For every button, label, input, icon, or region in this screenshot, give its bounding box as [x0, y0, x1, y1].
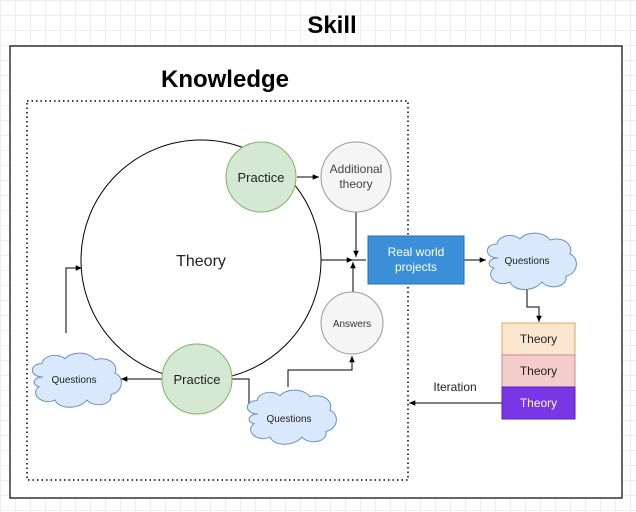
- real-world-projects-label-line1: Real world: [388, 245, 445, 259]
- practice-top-label: Practice: [238, 170, 285, 185]
- practice-bottom-node[interactable]: [161, 343, 233, 415]
- questions-bottom-label: Questions: [266, 414, 311, 425]
- theory-stack-label-1: Theory: [520, 332, 557, 346]
- answers-label: Answers: [333, 319, 371, 330]
- questions-bottom-cloud[interactable]: [246, 389, 337, 445]
- edge-questions-to-theory-stack: [526, 289, 542, 322]
- questions-left-label: Questions: [51, 375, 96, 386]
- edge-questions-to-theory: [65, 265, 82, 333]
- knowledge-container[interactable]: [26, 100, 409, 481]
- iteration-label: Iteration: [433, 380, 476, 394]
- theory-stack-block-3[interactable]: [501, 386, 576, 420]
- real-world-projects-node[interactable]: [367, 235, 465, 285]
- practice-bottom-label: Practice: [174, 372, 221, 387]
- theory-stack-block-2[interactable]: [501, 354, 576, 388]
- theory-stack-label-2: Theory: [520, 364, 557, 378]
- answers-node[interactable]: [320, 291, 384, 355]
- knowledge-title: Knowledge: [161, 66, 289, 93]
- questions-right-cloud[interactable]: [486, 232, 577, 290]
- theory-stack-block-1[interactable]: [501, 322, 576, 356]
- practice-top-node[interactable]: [225, 141, 297, 213]
- skill-title: Skill: [307, 12, 356, 39]
- questions-right-label: Questions: [504, 256, 549, 267]
- additional-theory-node[interactable]: [320, 141, 392, 213]
- real-world-projects-label-line2: projects: [395, 260, 437, 274]
- additional-theory-label-line2: theory: [339, 177, 372, 191]
- additional-theory-label-line1: Additional: [330, 162, 383, 176]
- theory-stack-label-3: Theory: [520, 396, 557, 410]
- questions-left-cloud[interactable]: [31, 352, 122, 408]
- edge-questions-to-answers: [287, 356, 355, 387]
- theory-circle-label: Theory: [176, 253, 226, 270]
